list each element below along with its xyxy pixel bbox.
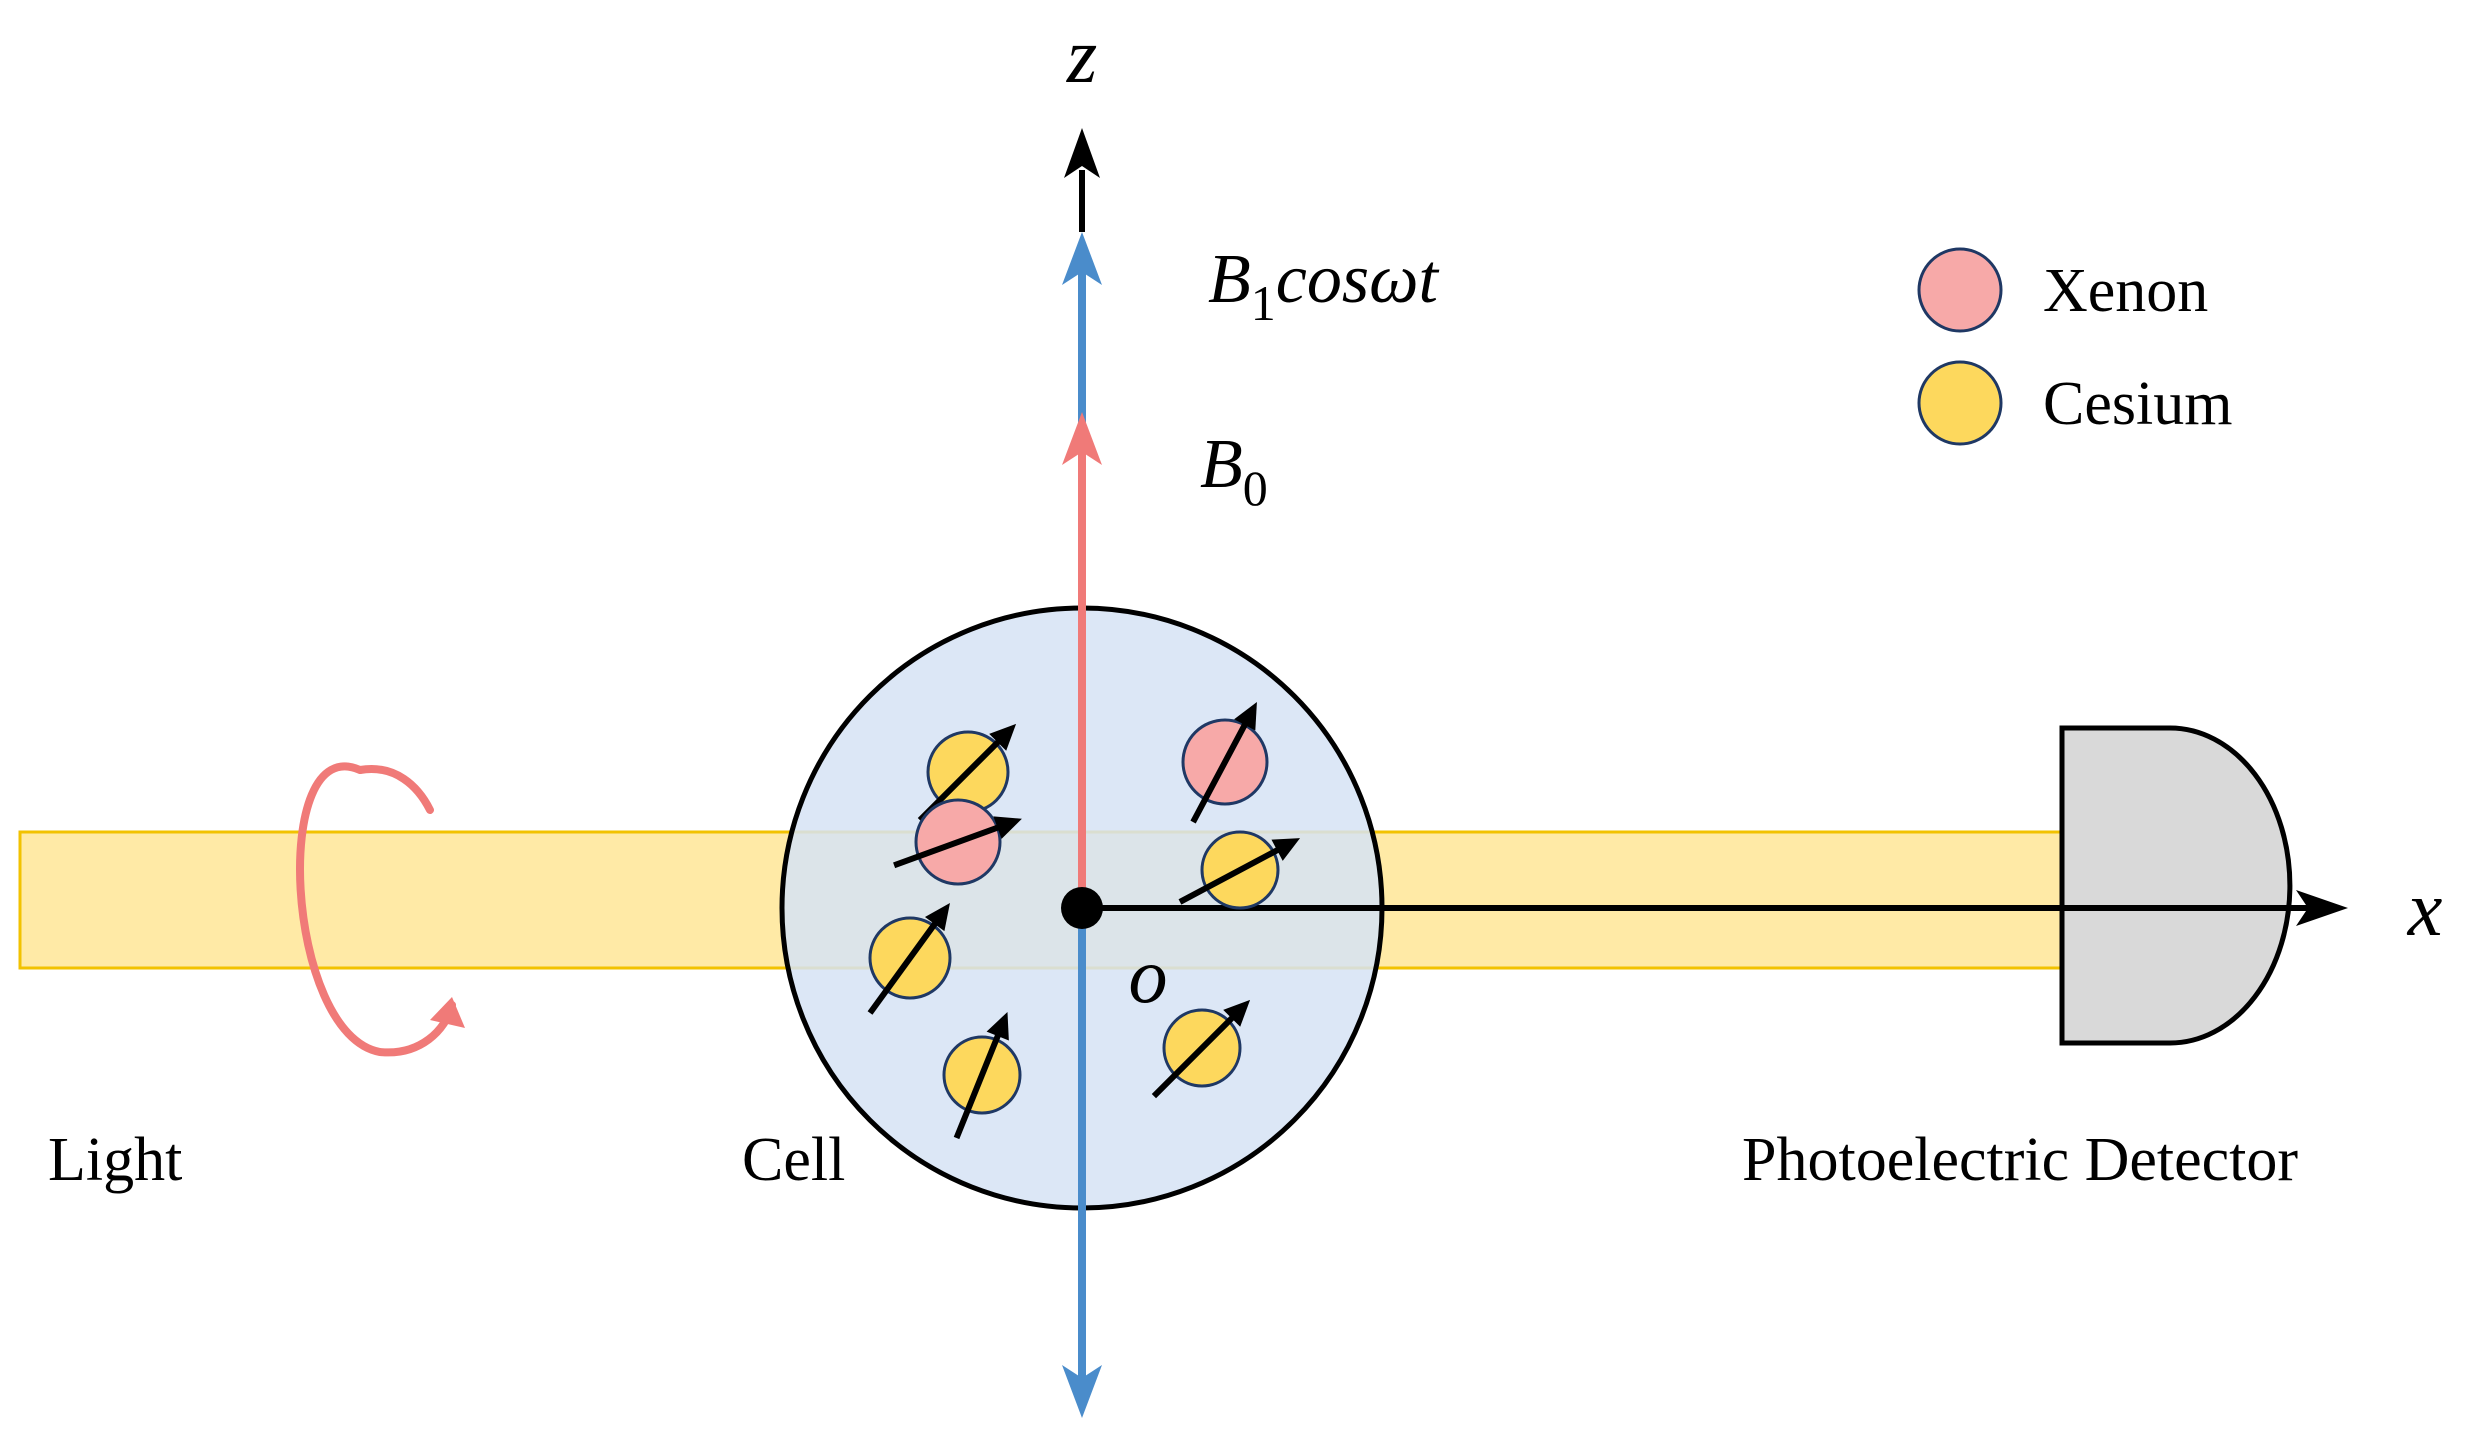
x-axis-label: x — [2407, 865, 2443, 952]
b1-tail: cosωt — [1276, 241, 1440, 318]
cesium-atom — [942, 1011, 1022, 1140]
b0-symbol: B — [1200, 426, 1243, 503]
spin-arrowhead — [1271, 838, 1301, 861]
spin-arrowhead — [989, 723, 1017, 751]
spin-arrow-shaft — [1190, 712, 1254, 824]
cell-label: Cell — [742, 1126, 845, 1194]
photoelectric-detector — [2059, 725, 2293, 1046]
light-label: Light — [48, 1126, 182, 1194]
b1-subscript: 1 — [1251, 275, 1276, 331]
b1-arrowhead-down — [1062, 1365, 1102, 1418]
cesium-atom — [867, 902, 952, 1015]
z-axis-label: z — [1066, 12, 1097, 99]
spin-arrowhead — [1223, 999, 1251, 1027]
spin-arrowhead — [1234, 701, 1257, 731]
origin-label: o — [1129, 932, 1168, 1019]
spin-arrowhead — [924, 902, 950, 932]
legend-cesium-label: Cesium — [2043, 370, 2232, 438]
b0-subscript: 0 — [1243, 460, 1268, 516]
origin-point — [1061, 887, 1103, 929]
legend: Xenon Cesium — [1917, 247, 2232, 446]
spin-arrow-shaft — [953, 1023, 1006, 1140]
spin-arrowhead — [986, 1011, 1009, 1041]
legend-xenon-swatch — [1917, 247, 2003, 333]
spin-arrow-shaft — [867, 912, 945, 1015]
spin-arrow-shaft — [893, 820, 1010, 869]
detector-label: Photoelectric Detector — [1742, 1126, 2298, 1194]
xenon-atom — [1181, 701, 1269, 824]
b0-field-label: B0 — [1200, 426, 1268, 516]
circular-polarization-arc-top — [356, 765, 434, 814]
spin-arrowhead — [993, 816, 1022, 839]
cesium-atom — [1151, 999, 1251, 1099]
xenon-atom — [893, 798, 1022, 886]
spin-arrow-shaft — [1151, 1007, 1243, 1099]
b0-arrowhead — [1062, 412, 1102, 465]
cesium-atom — [1178, 830, 1301, 910]
circular-polarization-arrowhead — [430, 997, 465, 1028]
b1-field-label: B1cosωt — [1208, 241, 1440, 331]
b1-arrowhead-up — [1062, 232, 1102, 285]
z-axis-arrowhead — [1064, 128, 1100, 178]
x-axis-arrowhead — [2296, 890, 2348, 926]
spin-arrow-shaft — [1178, 841, 1290, 905]
b1-symbol: B — [1208, 241, 1251, 318]
atoms-group — [867, 701, 1301, 1140]
legend-cesium-swatch — [1917, 360, 2003, 446]
circular-polarization-arrow — [296, 762, 456, 1057]
legend-xenon-label: Xenon — [2043, 257, 2208, 325]
